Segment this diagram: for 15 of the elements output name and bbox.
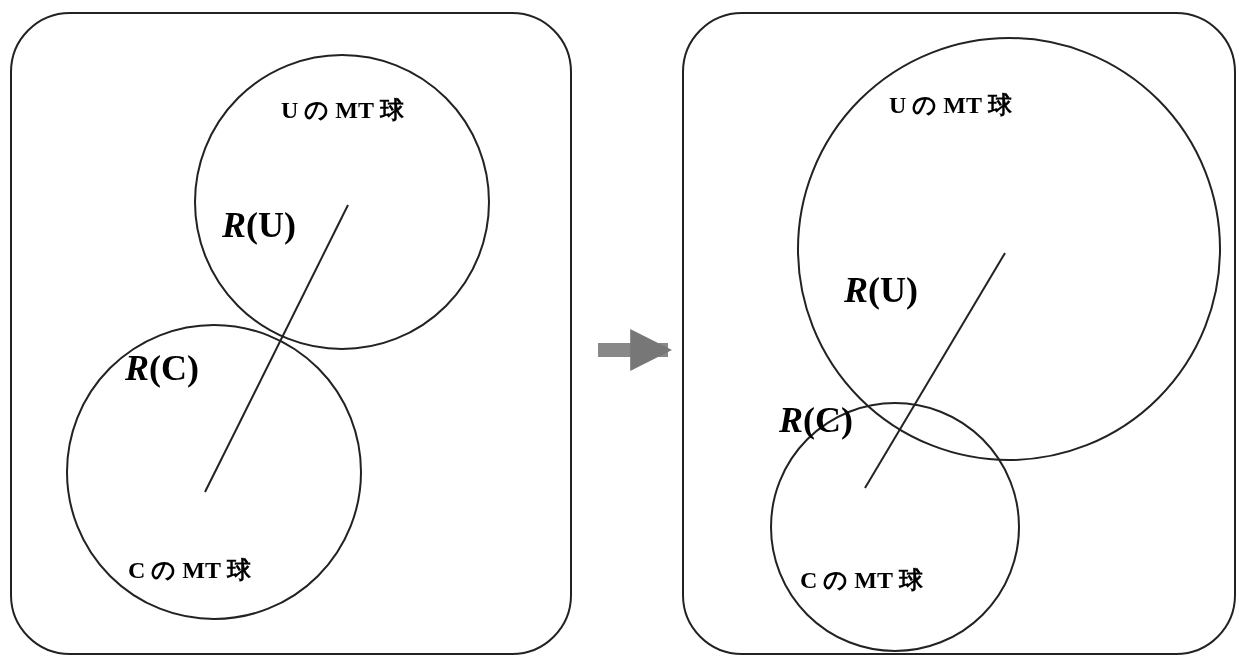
panel-frame bbox=[682, 12, 1236, 655]
radius-label: R(U) bbox=[844, 269, 918, 311]
sphere-label: U の MT 球 bbox=[889, 91, 1012, 120]
sphere-circle bbox=[66, 324, 362, 620]
radius-label: R(U) bbox=[222, 204, 296, 246]
panel-frame bbox=[10, 12, 572, 655]
sphere-label: C の MT 球 bbox=[800, 566, 923, 595]
radius-line bbox=[204, 204, 349, 493]
arrow bbox=[598, 329, 673, 371]
sphere-circle bbox=[194, 54, 490, 350]
radius-label: R(C) bbox=[125, 347, 199, 389]
radius-line bbox=[864, 252, 1006, 489]
sphere-circle bbox=[770, 402, 1020, 652]
sphere-label: C の MT 球 bbox=[128, 556, 251, 585]
sphere-label: U の MT 球 bbox=[281, 96, 404, 125]
